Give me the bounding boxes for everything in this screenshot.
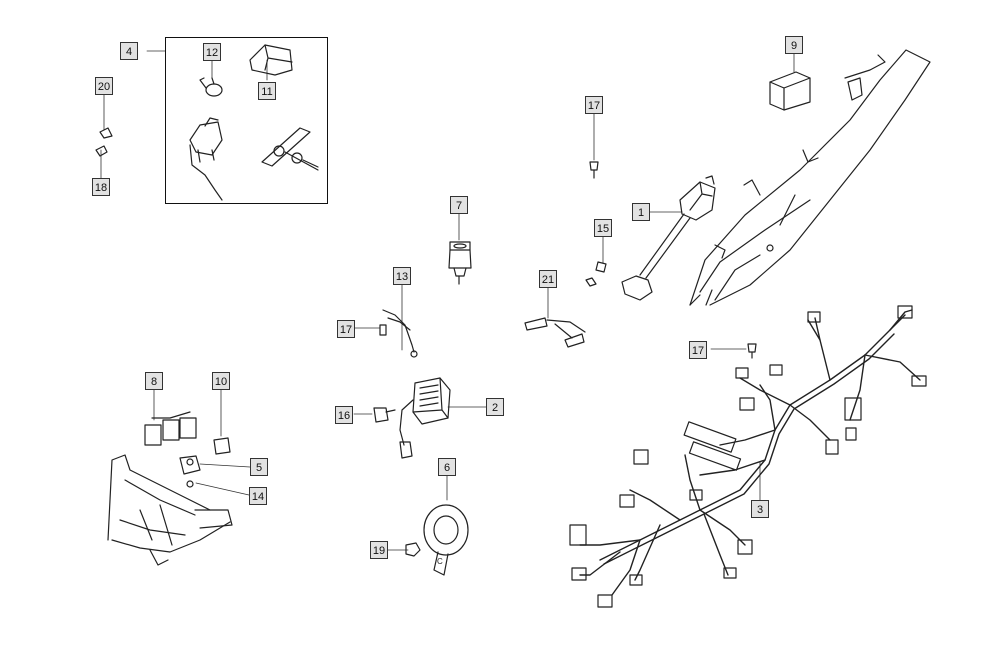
harness-connectors [569, 305, 927, 608]
relay-box [769, 71, 811, 111]
seat-lock [249, 44, 293, 76]
plug-16 [373, 407, 396, 423]
nut-19 [405, 542, 421, 557]
cable-13 [379, 309, 418, 358]
leader-lines [100, 50, 795, 551]
ignition-key-kit-box [165, 37, 328, 204]
callout-1[interactable]: 1 [632, 203, 650, 221]
horn [423, 504, 469, 576]
callout-13[interactable]: 13 [393, 267, 411, 285]
callout-6[interactable]: 6 [438, 458, 456, 476]
callout-15[interactable]: 15 [594, 219, 612, 237]
small-clip [95, 127, 113, 157]
screw-14 [186, 480, 194, 488]
screw-upper [589, 161, 599, 179]
ignition-switch [189, 117, 223, 201]
relay-8 [144, 411, 197, 446]
callout-17-middle[interactable]: 17 [337, 320, 355, 338]
callout-14[interactable]: 14 [249, 487, 267, 505]
callout-17-right[interactable]: 17 [689, 341, 707, 359]
callout-9[interactable]: 9 [785, 36, 803, 54]
callout-17-upper[interactable]: 17 [585, 96, 603, 114]
callout-3[interactable]: 3 [751, 500, 769, 518]
keys [261, 127, 319, 171]
relay-10 [213, 437, 231, 455]
callout-18[interactable]: 18 [92, 178, 110, 196]
sensor-unit [448, 241, 472, 285]
callout-12[interactable]: 12 [203, 43, 221, 61]
callout-5[interactable]: 5 [250, 458, 268, 476]
callout-10[interactable]: 10 [212, 372, 230, 390]
voltage-regulator [399, 377, 451, 459]
horn-marking: C [437, 557, 443, 566]
callout-20[interactable]: 20 [95, 77, 113, 95]
lock-cylinder [199, 77, 223, 97]
callout-16[interactable]: 16 [335, 406, 353, 424]
screw-right [747, 343, 757, 359]
connector-leads [524, 317, 586, 348]
connector-5 [179, 455, 201, 475]
relay-bracket-frame [107, 454, 233, 566]
bolt-15 [585, 261, 607, 287]
callout-11[interactable]: 11 [258, 82, 276, 100]
callout-19[interactable]: 19 [370, 541, 388, 559]
callout-21[interactable]: 21 [539, 270, 557, 288]
callout-7[interactable]: 7 [450, 196, 468, 214]
frame-tube [689, 49, 931, 306]
wiring-harness [579, 309, 921, 596]
ignition-coil [621, 175, 716, 301]
callout-8[interactable]: 8 [145, 372, 163, 390]
callout-4[interactable]: 4 [120, 42, 138, 60]
callout-2[interactable]: 2 [486, 398, 504, 416]
